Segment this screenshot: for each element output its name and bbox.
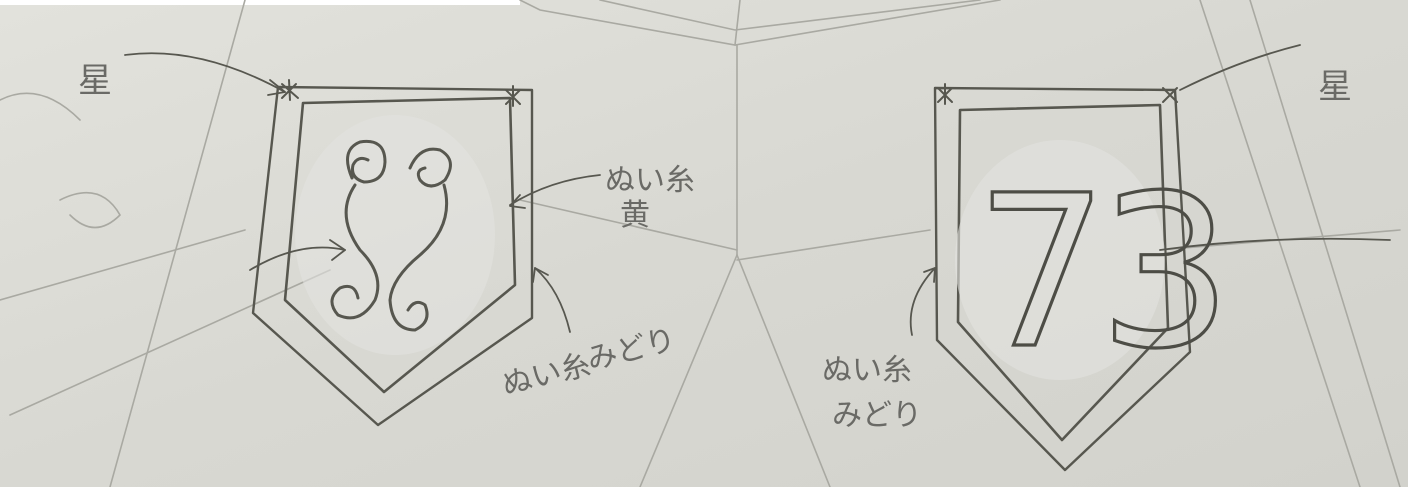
right-emblem-outer <box>933 86 1192 472</box>
arrowhead-star-left <box>267 79 286 96</box>
white-corner <box>0 0 520 5</box>
label-yellow-thread-2: 黄 <box>620 198 650 233</box>
annotation-arrows <box>124 44 1391 336</box>
heart-swirl-motif <box>330 139 452 332</box>
left-star-marker-1 <box>281 79 299 101</box>
left-emblem-shading <box>295 115 495 355</box>
arrow-yellow-thread <box>509 174 601 206</box>
arrowhead-heart <box>329 239 346 261</box>
left-star-marker-2 <box>505 85 521 107</box>
arrow-star-left <box>124 52 286 93</box>
right-star-marker-1 <box>937 83 953 105</box>
label-green-right-2: みどり <box>832 398 922 433</box>
right-emblem-shading <box>955 140 1165 380</box>
label-yellow-thread-1: ぬい糸 <box>605 163 695 198</box>
label-star-left: 星 <box>78 61 112 101</box>
label-star-right: 星 <box>1318 67 1352 107</box>
left-emblem-outer <box>251 85 534 427</box>
right-emblem <box>933 83 1192 472</box>
label-green-right-1: ぬい糸 <box>822 353 912 388</box>
right-star-marker-2 <box>1162 87 1178 103</box>
arrow-heart <box>249 246 346 271</box>
arrow-number <box>1159 237 1391 251</box>
arrow-star-right <box>1179 44 1301 91</box>
left-emblem-inner <box>283 96 517 394</box>
emblem-number: 73 <box>975 150 1222 395</box>
arrowhead-green-right <box>923 267 936 283</box>
arrow-green-left <box>534 267 571 333</box>
arrow-green-right <box>909 267 936 336</box>
arrowhead-yellow-thread <box>509 194 526 209</box>
arrowhead-green-left <box>532 267 549 283</box>
left-emblem <box>251 79 534 427</box>
